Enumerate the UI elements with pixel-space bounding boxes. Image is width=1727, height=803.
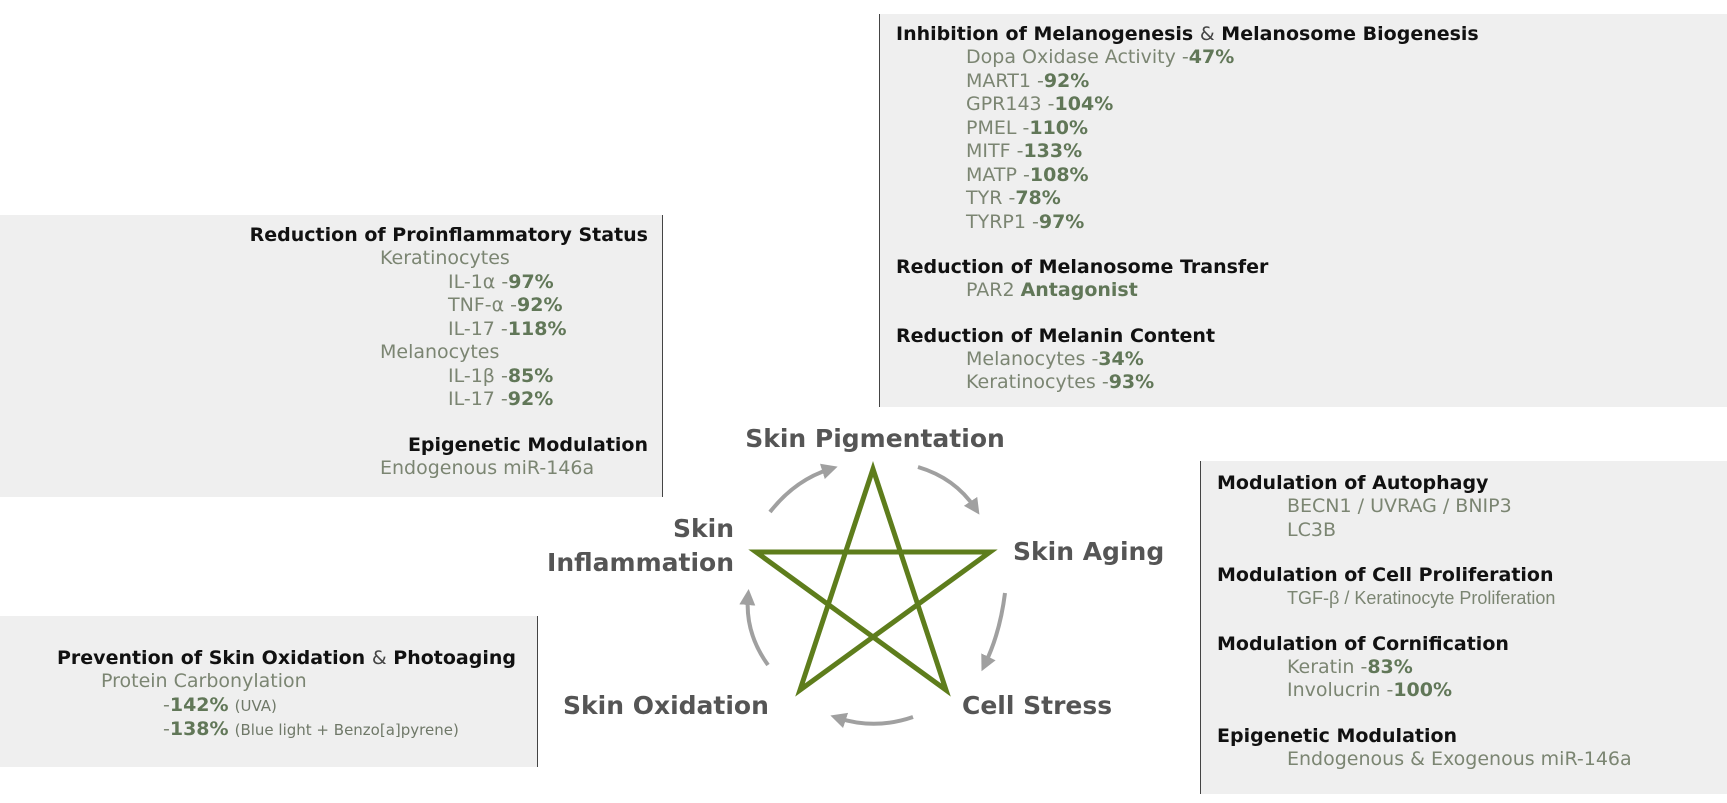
autophagy-heading: Modulation of Autophagy (1217, 472, 1489, 494)
list-item: Dopa Oxidase Activity -47% (966, 46, 1235, 68)
oxidation-panel: Prevention of Skin Oxidation & Photoagin… (0, 616, 538, 767)
node-cell-stress: Cell Stress (962, 691, 1112, 720)
node-skin-oxidation: Skin Oxidation (563, 691, 769, 720)
list-item: MITF -133% (966, 140, 1083, 162)
list-item: IL-1β -85% (448, 364, 554, 387)
protein-carbonylation-label: Protein Carbonylation (101, 670, 307, 692)
list-item: IL-1α -97% (448, 270, 554, 293)
keratinocytes-label: Keratinocytes (380, 247, 510, 269)
list-item: -138% (Blue light + Benzo[a]pyrene) (163, 718, 459, 740)
pentagram-star (748, 461, 998, 697)
list-item: LC3B (1287, 518, 1336, 541)
list-item: -142% (UVA) (163, 693, 277, 716)
list-item: Keratin -83% (1287, 655, 1413, 678)
epigenetic-heading: Epigenetic Modulation (1217, 724, 1458, 747)
arrow-icon (768, 463, 838, 514)
epigenetic-heading: Epigenetic Modulation (407, 433, 648, 456)
node-skin-inflammation-line1: Skin (673, 514, 734, 543)
melanosome-transfer-heading: Reduction of Melanosome Transfer (896, 256, 1269, 278)
melanin-content-heading: Reduction of Melanin Content (896, 324, 1216, 347)
oxidation-heading: Prevention of Skin Oxidation & Photoagin… (57, 647, 516, 669)
arrow-icon (917, 465, 980, 515)
list-item: Keratinocytes -93% (966, 371, 1155, 393)
inflammation-panel: Reduction of Proinflammatory Status Kera… (0, 215, 663, 497)
list-item: BECN1 / UVRAG / BNIP3 (1287, 495, 1512, 517)
list-item: TGF-β / Keratinocyte Proliferation (1287, 588, 1556, 608)
arrow-icon (981, 592, 1007, 672)
list-item: Endogenous miR-146a (380, 456, 595, 479)
arrow-icon (830, 712, 914, 729)
proliferation-heading: Modulation of Cell Proliferation (1217, 564, 1554, 586)
list-item: Involucrin -100% (1287, 679, 1453, 701)
list-item: MART1 -92% (966, 69, 1090, 92)
list-item: IL-17 -92% (448, 388, 554, 410)
list-item: Endogenous & Exogenous miR-146a (1287, 747, 1632, 770)
melanogenesis-heading: Inhibition of Melanogenesis & Melanosome… (896, 23, 1479, 45)
list-item: Melanocytes -34% (966, 347, 1144, 370)
node-skin-pigmentation: Skin Pigmentation (745, 424, 1005, 453)
list-item: PMEL -110% (966, 116, 1089, 139)
aging-panel: Modulation of Autophagy BECN1 / UVRAG / … (1200, 461, 1727, 794)
list-item: TYR -78% (966, 187, 1061, 209)
list-item: PAR2 Antagonist (966, 279, 1138, 301)
melanocytes-label: Melanocytes (380, 341, 500, 363)
cycle-arrows (739, 463, 1007, 729)
list-item: IL-17 -118% (448, 317, 567, 340)
arrow-icon (739, 589, 770, 667)
cornification-heading: Modulation of Cornification (1217, 632, 1509, 655)
list-item: TYRP1 -97% (966, 210, 1085, 233)
proinflammatory-heading: Reduction of Proinflammatory Status (249, 224, 648, 246)
list-item: TNF-α -92% (448, 294, 563, 316)
node-skin-inflammation-line2: Inflammation (547, 548, 734, 577)
pigmentation-panel: Inhibition of Melanogenesis & Melanosome… (879, 14, 1727, 407)
list-item: GPR143 -104% (966, 93, 1114, 115)
list-item: MATP -108% (966, 163, 1089, 186)
node-skin-aging: Skin Aging (1013, 537, 1164, 566)
